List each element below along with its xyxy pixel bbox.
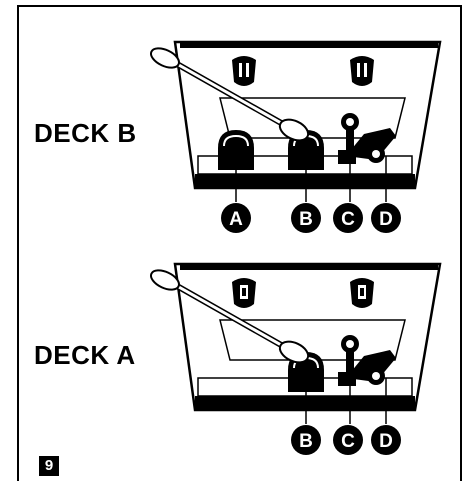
svg-text:C: C <box>341 431 355 452</box>
deck-a-callout-c: C <box>333 425 363 455</box>
deck-b-callout-c: C <box>333 203 363 233</box>
deck-b-top-edge <box>180 42 438 48</box>
deck-a-illustration: B C D <box>150 260 450 460</box>
deck-a-head-guide-left <box>232 278 256 308</box>
svg-text:C: C <box>341 209 355 230</box>
deck-b-head-guide-right <box>350 56 374 86</box>
svg-text:D: D <box>379 431 393 452</box>
figure-number-badge: 9 <box>39 456 59 476</box>
deck-a-label: DECK A <box>34 340 136 371</box>
deck-b-label: DECK B <box>34 118 137 149</box>
deck-b-callout-a: A <box>221 203 251 233</box>
deck-b-callout-d: D <box>371 203 401 233</box>
deck-b-illustration: A B C D <box>150 38 450 238</box>
deck-a-base <box>195 396 415 410</box>
deck-a-top-edge <box>180 264 438 270</box>
svg-text:D: D <box>379 209 393 230</box>
deck-b-callout-b: B <box>291 203 321 233</box>
svg-text:B: B <box>299 209 313 230</box>
svg-text:B: B <box>299 431 313 452</box>
deck-b-head-guide-left <box>232 56 256 86</box>
deck-a-callout-d: D <box>371 425 401 455</box>
deck-b-base <box>195 174 415 188</box>
deck-a-head-guide-right <box>350 278 374 308</box>
svg-text:A: A <box>229 209 243 230</box>
deck-a-callout-b: B <box>291 425 321 455</box>
